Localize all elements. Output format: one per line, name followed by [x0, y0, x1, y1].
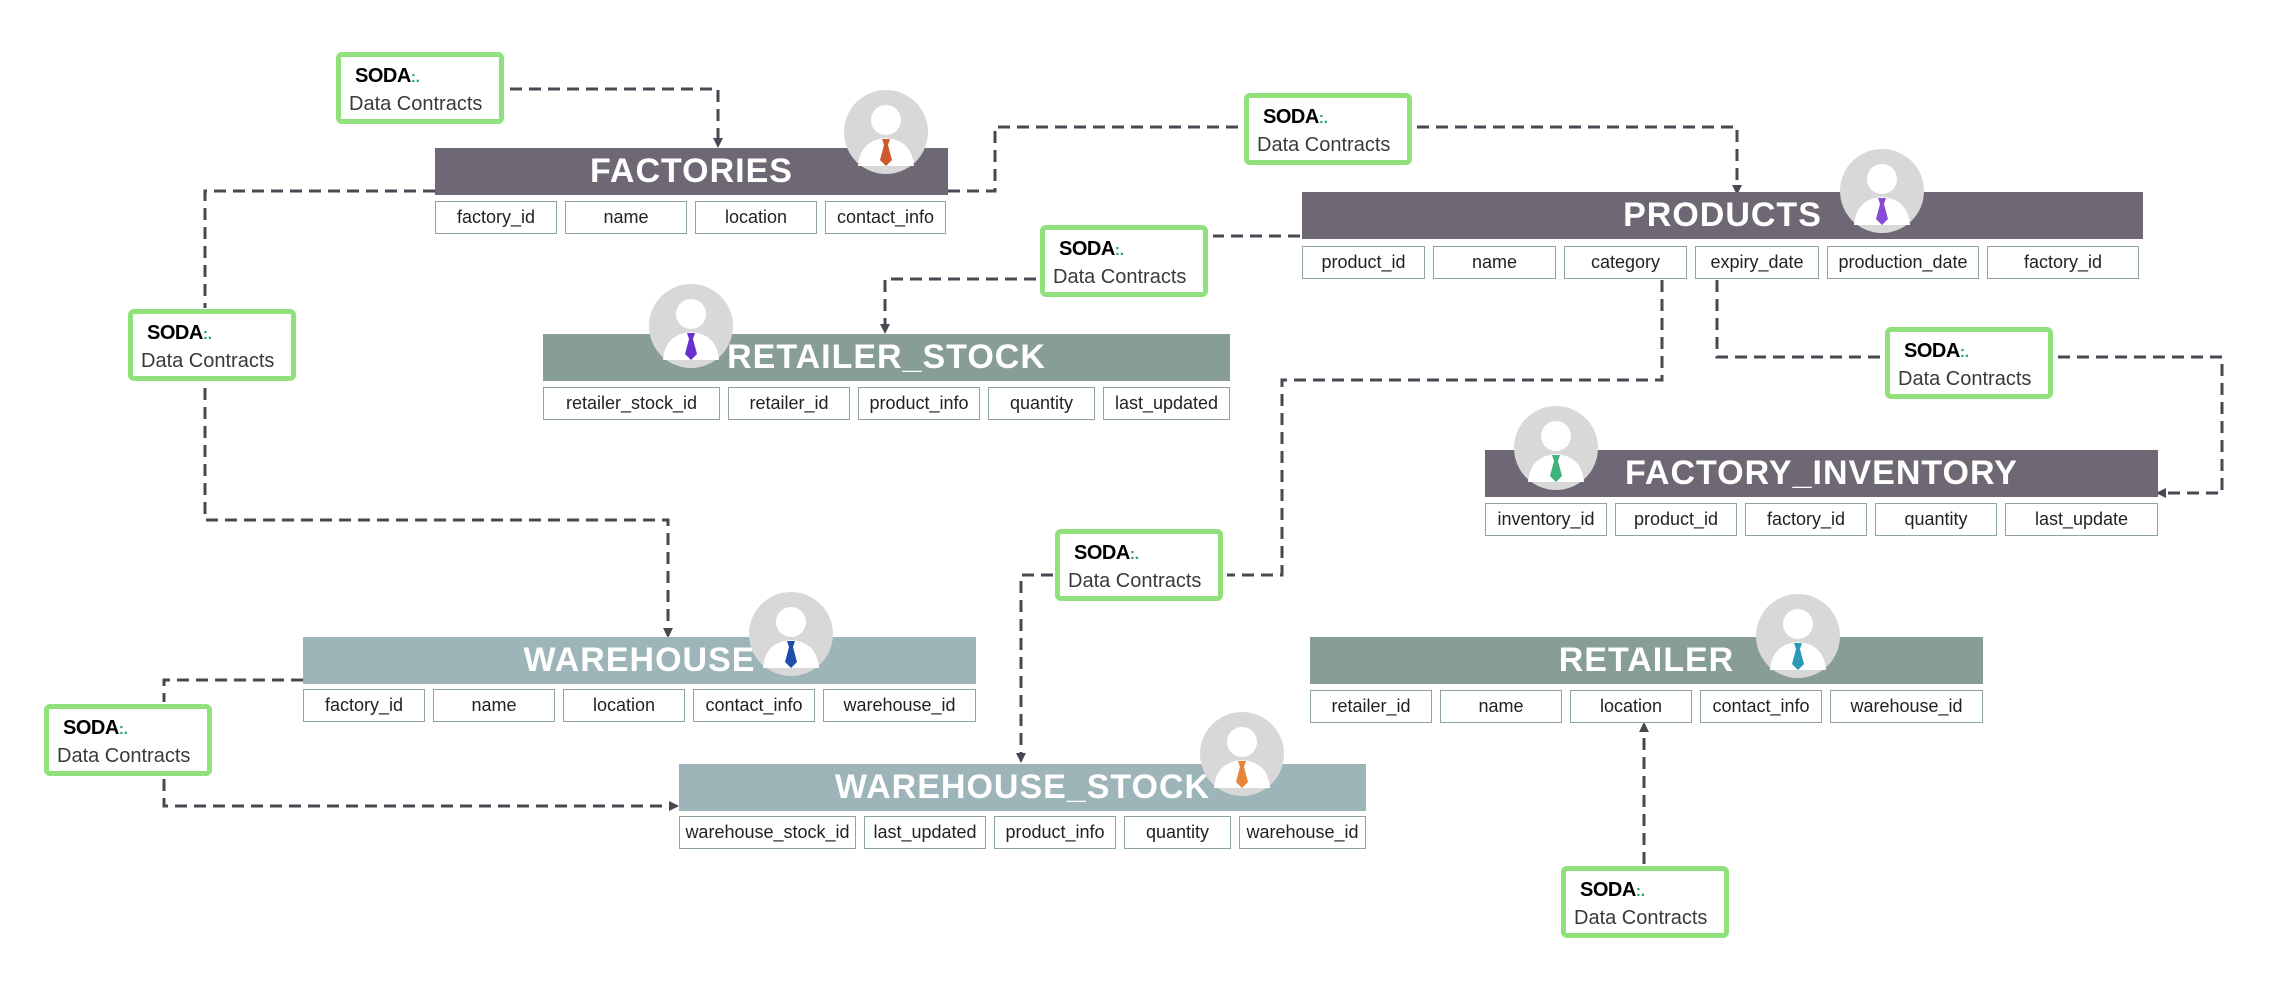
field-warehouse-id: warehouse_id — [1830, 690, 1983, 723]
field-product-info: product_info — [858, 387, 980, 420]
field-contact-info: contact_info — [825, 201, 946, 234]
connector-contract2-warehouse — [203, 388, 673, 638]
soda-logo: SODA:. — [1074, 542, 1139, 564]
table-retailer-title: RETAILER — [1310, 637, 1983, 684]
soda-logo: SODA:. — [1059, 238, 1124, 260]
field-contact-info: contact_info — [693, 689, 815, 722]
connector-factories-contract2 — [203, 189, 435, 308]
field-retailer-id: retailer_id — [1310, 690, 1432, 723]
connector-warehouse-contract7 — [162, 678, 303, 702]
data-contracts-label: Data Contracts — [1257, 134, 1391, 156]
connector-expiry-contract5 — [1715, 280, 1882, 359]
avatar-warehouse-stock — [1200, 712, 1284, 796]
field-location: location — [695, 201, 817, 234]
table-products-title: PRODUCTS — [1302, 192, 2143, 239]
soda-logo: SODA:. — [63, 717, 128, 739]
connector-contract6-warehousestock — [1016, 573, 1053, 763]
table-retailer-stock-title: RETAILER_STOCK — [543, 334, 1230, 381]
avatar-warehouse — [749, 592, 833, 676]
soda-logo: SODA:. — [1904, 340, 1969, 362]
data-contracts-label: Data Contracts — [141, 350, 275, 372]
data-contracts-label: Data Contracts — [57, 745, 191, 767]
field-location: location — [563, 689, 685, 722]
field-factory-id: factory_id — [303, 689, 425, 722]
field-contact-info: contact_info — [1700, 690, 1822, 723]
field-factory-id: factory_id — [1745, 503, 1867, 536]
field-product-id: product_id — [1302, 246, 1425, 279]
data-contracts-label: Data Contracts — [1053, 266, 1187, 288]
field-category: category — [1564, 246, 1687, 279]
avatar-factory-inventory — [1514, 406, 1598, 490]
table-retailer: RETAILER retailer_id name location conta… — [1310, 637, 1983, 725]
field-quantity: quantity — [1124, 816, 1231, 849]
data-contract-box[interactable]: SODA:. Data Contracts — [336, 52, 504, 124]
field-name: name — [1440, 690, 1562, 723]
table-factory-inventory: FACTORY_INVENTORY inventory_id product_i… — [1485, 450, 2158, 538]
data-contract-box[interactable]: SODA:. Data Contracts — [1885, 327, 2053, 399]
connector-contract3-products — [1417, 125, 1742, 195]
field-name: name — [433, 689, 555, 722]
person-icon — [1214, 727, 1270, 788]
table-warehouse-title: WAREHOUSE — [303, 637, 976, 684]
avatar-factories — [844, 90, 928, 174]
field-name: name — [1433, 246, 1556, 279]
field-retailer-stock-id: retailer_stock_id — [543, 387, 720, 420]
field-inventory-id: inventory_id — [1485, 503, 1607, 536]
field-expiry-date: expiry_date — [1695, 246, 1819, 279]
field-factory-id: factory_id — [435, 201, 557, 234]
person-icon — [858, 105, 914, 166]
table-products: PRODUCTS product_id name category expiry… — [1302, 192, 2143, 280]
avatar-products — [1840, 149, 1924, 233]
table-factory-inventory-title: FACTORY_INVENTORY — [1485, 450, 2158, 497]
connector-contract1-factories — [510, 87, 723, 148]
data-contracts-label: Data Contracts — [1068, 570, 1202, 592]
table-retailer-stock: RETAILER_STOCK retailer_stock_id retaile… — [543, 334, 1230, 422]
person-icon — [663, 299, 719, 360]
data-contracts-label: Data Contracts — [1574, 907, 1708, 929]
data-contract-box[interactable]: SODA:. Data Contracts — [1040, 225, 1208, 297]
connector-factories-contract3 — [948, 125, 1240, 193]
connector-contract7-warehousestock — [162, 779, 679, 811]
person-icon — [763, 607, 819, 668]
soda-logo: SODA:. — [1263, 106, 1328, 128]
field-factory-id: factory_id — [1987, 246, 2139, 279]
data-contract-box[interactable]: SODA:. Data Contracts — [44, 704, 212, 776]
field-last-updated: last_updated — [864, 816, 986, 849]
table-factories: FACTORIES factory_id name location conta… — [435, 148, 948, 236]
field-retailer-id: retailer_id — [728, 387, 850, 420]
person-icon — [1770, 609, 1826, 670]
person-icon — [1528, 421, 1584, 482]
soda-logo: SODA:. — [355, 65, 420, 87]
data-contract-box[interactable]: SODA:. Data Contracts — [128, 309, 296, 381]
soda-logo: SODA:. — [1580, 879, 1645, 901]
field-warehouse-stock-id: warehouse_stock_id — [679, 816, 856, 849]
field-quantity: quantity — [988, 387, 1095, 420]
field-warehouse-id: warehouse_id — [1239, 816, 1366, 849]
avatar-retailer-stock — [649, 284, 733, 368]
data-contracts-label: Data Contracts — [349, 93, 483, 115]
connector-contract4-retailerstock — [880, 277, 1036, 334]
field-name: name — [565, 201, 687, 234]
field-location: location — [1570, 690, 1692, 723]
field-warehouse-id: warehouse_id — [823, 689, 976, 722]
field-product-id: product_id — [1615, 503, 1737, 536]
avatar-retailer — [1756, 594, 1840, 678]
soda-logo: SODA:. — [147, 322, 212, 344]
connector-category-contract6 — [1227, 280, 1664, 577]
data-contracts-label: Data Contracts — [1898, 368, 2032, 390]
data-contract-box[interactable]: SODA:. Data Contracts — [1561, 866, 1729, 938]
person-icon — [1854, 164, 1910, 225]
table-warehouse: WAREHOUSE factory_id name location conta… — [303, 637, 976, 725]
data-contract-box[interactable]: SODA:. Data Contracts — [1055, 529, 1223, 601]
field-last-updated: last_updated — [1103, 387, 1230, 420]
data-contract-box[interactable]: SODA:. Data Contracts — [1244, 93, 1412, 165]
connector-contract5-factoryinventory — [2058, 355, 2224, 498]
field-quantity: quantity — [1875, 503, 1997, 536]
field-production-date: production_date — [1827, 246, 1979, 279]
field-product-info: product_info — [994, 816, 1116, 849]
field-last-update: last_update — [2005, 503, 2158, 536]
